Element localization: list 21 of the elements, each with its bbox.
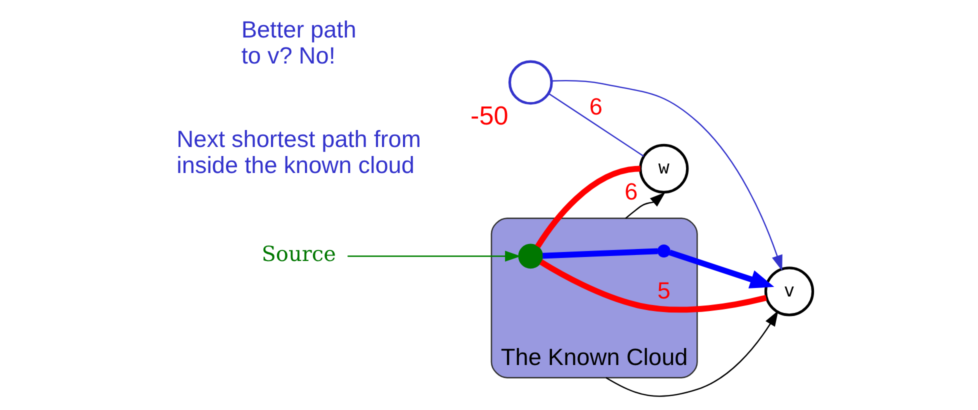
node-circle (656, 244, 670, 258)
node-circle (518, 244, 543, 269)
edge-label: 6 (624, 178, 638, 205)
arrow (605, 310, 778, 397)
connector (548, 92, 644, 157)
node-circle: v (764, 266, 814, 316)
connector (542, 248, 658, 259)
arrow (668, 250, 774, 288)
node-circle (508, 60, 552, 105)
node-circle: w (638, 144, 688, 194)
edge-label: 6 (588, 93, 602, 120)
node-label: -50 (470, 100, 508, 130)
node-text: Source (261, 242, 336, 266)
arrow (551, 80, 782, 271)
edge-label: 5 (656, 278, 670, 304)
connector (539, 260, 766, 313)
arrow (624, 192, 665, 219)
arrow (347, 250, 520, 262)
label: Better path to v? No! (240, 16, 356, 68)
label: Next shortest path from inside the known cloud (176, 126, 420, 178)
connector (534, 166, 640, 248)
